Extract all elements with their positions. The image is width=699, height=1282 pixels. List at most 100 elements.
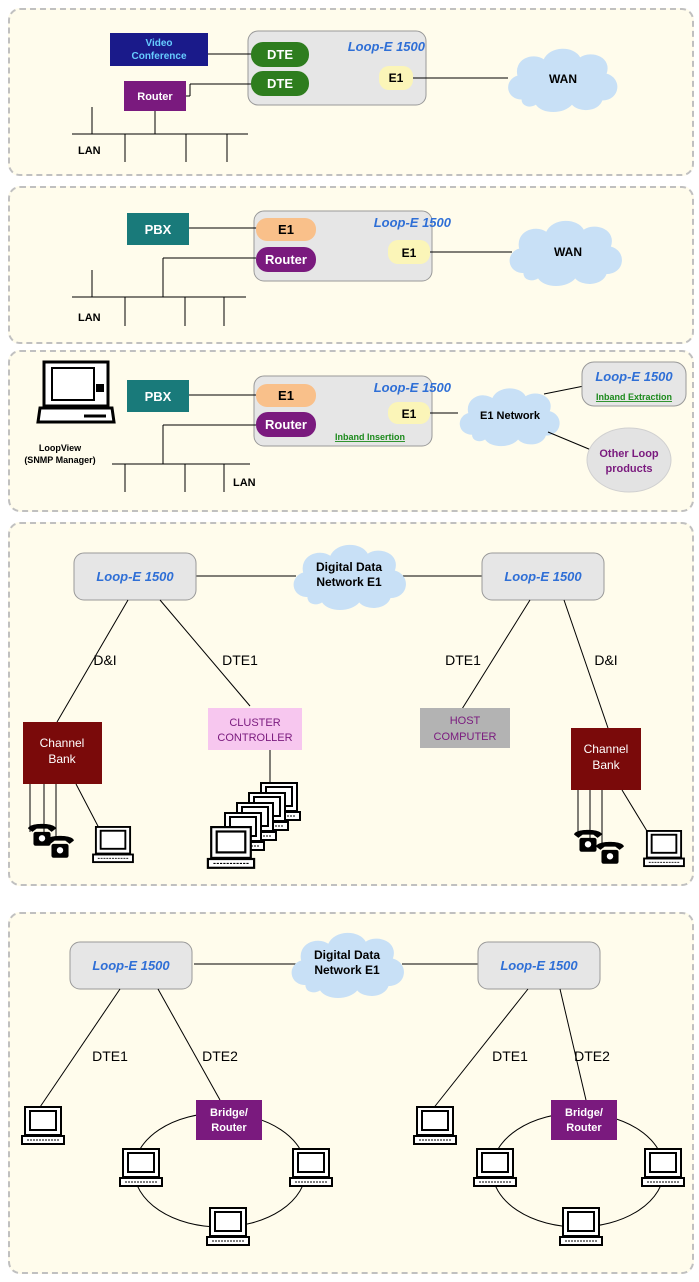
device-label-remote: Loop-E 1500 — [595, 369, 673, 384]
loop-e-device-4a — [73, 552, 197, 601]
computer-icon — [640, 1148, 686, 1188]
e1-label-2a: E1 — [278, 222, 294, 237]
e1-network-label: E1 Network — [480, 410, 541, 422]
cluster-controller-label-1: CLUSTER — [229, 717, 280, 729]
device-label-4b: Loop-E 1500 — [504, 569, 582, 584]
digital-network-label-4b: Network E1 — [316, 575, 382, 589]
dte-port-2 — [251, 71, 309, 96]
loopview-label-1: LoopView — [39, 443, 82, 453]
dte-port-1 — [251, 42, 309, 67]
computer-icon — [472, 1148, 518, 1188]
diagram-3: LoopView (SNMP Manager) Loop-E 1500 PBX … — [24, 360, 687, 493]
cluster-controller-box — [208, 708, 302, 750]
router-port-2 — [256, 247, 316, 272]
host-computer-label-2: COMPUTER — [434, 731, 497, 743]
device-label-2: Loop-E 1500 — [374, 215, 452, 230]
channel-bank-label-4a2: Bank — [48, 752, 76, 766]
computer-icon — [288, 1148, 334, 1188]
device-label-5a: Loop-E 1500 — [92, 958, 170, 973]
dte1-label-4a: DTE1 — [222, 652, 258, 668]
video-conference-label-1: Video — [145, 38, 172, 49]
cluster-controller-label-2: CONTROLLER — [217, 732, 292, 744]
router-label-2: Router — [265, 252, 307, 267]
e1-port-1 — [379, 66, 413, 90]
computer-icon — [412, 1106, 458, 1146]
diagram-4: Loop-E 1500 Loop-E 1500 Digital Data Net… — [23, 544, 685, 869]
digital-network-label-5b: Network E1 — [314, 963, 380, 977]
bridge-router-box-b — [551, 1100, 617, 1140]
loop-e-device-5a — [69, 941, 193, 990]
router-port-3 — [256, 412, 316, 437]
channel-bank-label-4a1: Channel — [40, 736, 85, 750]
host-computer-box — [420, 708, 510, 748]
e1-label-3a: E1 — [278, 388, 294, 403]
computer-icon — [206, 826, 256, 869]
pbx-box-3 — [127, 380, 189, 412]
dte2-label-5b: DTE2 — [574, 1048, 610, 1064]
digital-network-label-5a: Digital Data — [314, 948, 380, 962]
loop-e-device-5b — [477, 941, 601, 990]
router-label-3: Router — [265, 417, 307, 432]
e1-label-1: E1 — [389, 71, 404, 85]
bridge-router-label-a1: Bridge/ — [210, 1107, 248, 1119]
diagram-1: Loop-E 1500 Video Conference DTE DTE E1 … — [72, 30, 618, 162]
router-box-1 — [124, 81, 186, 111]
e1-port-2b — [388, 240, 430, 264]
e1-port-3a — [256, 384, 316, 407]
digital-network-label-4a: Digital Data — [316, 560, 382, 574]
channel-bank-4b — [571, 728, 641, 790]
inband-insertion-label: Inband Insertion — [335, 432, 405, 442]
e1-port-2a — [256, 218, 316, 241]
bridge-router-box-a — [196, 1100, 262, 1140]
phone-icon — [596, 841, 624, 864]
pbx-label-3: PBX — [145, 389, 172, 404]
channel-bank-label-4b1: Channel — [584, 742, 629, 756]
diagram-2: Loop-E 1500 PBX E1 Router E1 WAN LAN — [72, 210, 622, 326]
pbx-box-2 — [127, 213, 189, 245]
phone-icon — [574, 829, 602, 852]
dte1-label-5b: DTE1 — [492, 1048, 528, 1064]
computer-icon — [118, 1148, 164, 1188]
dte-label-1: DTE — [267, 47, 293, 62]
bridge-router-label-b1: Bridge/ — [565, 1107, 603, 1119]
phone-icon — [46, 835, 74, 858]
dte-label-2: DTE — [267, 76, 293, 91]
pbx-label-2: PBX — [145, 222, 172, 237]
video-conference-box — [110, 33, 208, 66]
laptop-icon — [36, 360, 116, 424]
wan-label-1: WAN — [549, 72, 577, 86]
loop-e-device-remote — [581, 361, 687, 407]
video-conference-label-2: Conference — [131, 51, 186, 62]
dte2-label-5a: DTE2 — [202, 1048, 238, 1064]
computer-icon — [205, 1207, 251, 1247]
bridge-router-label-a2: Router — [211, 1122, 247, 1134]
lan-label-1: LAN — [78, 145, 101, 157]
dte1-label-5a: DTE1 — [92, 1048, 128, 1064]
wan-label-2: WAN — [554, 245, 582, 259]
loop-e-device-4b — [481, 552, 605, 601]
computer-icon — [558, 1207, 604, 1247]
router-label-1: Router — [137, 91, 173, 103]
computer-icon — [20, 1106, 66, 1146]
e1-port-3b — [388, 402, 430, 424]
channel-bank-4a — [23, 722, 102, 784]
lan-label-2: LAN — [78, 312, 101, 324]
other-loop-products — [586, 427, 672, 493]
device-label-4a: Loop-E 1500 — [96, 569, 174, 584]
device-label-3: Loop-E 1500 — [374, 380, 452, 395]
computer-icon — [643, 830, 685, 868]
loopview-label-2: (SNMP Manager) — [24, 455, 95, 465]
other-loop-label-1: Other Loop — [599, 448, 659, 460]
host-computer-label-1: HOST — [450, 715, 481, 727]
e1-label-3b: E1 — [402, 407, 417, 421]
device-label-5b: Loop-E 1500 — [500, 958, 578, 973]
channel-bank-label-4b2: Bank — [592, 758, 620, 772]
e1-label-2b: E1 — [402, 246, 417, 260]
computer-icon — [92, 826, 134, 864]
dte1-label-4b: DTE1 — [445, 652, 481, 668]
dni-label-4b: D&I — [594, 652, 617, 668]
inband-extraction-label: Inband Extraction — [596, 392, 672, 402]
lan-label-3: LAN — [233, 477, 256, 489]
dni-label-4a: D&I — [93, 652, 116, 668]
